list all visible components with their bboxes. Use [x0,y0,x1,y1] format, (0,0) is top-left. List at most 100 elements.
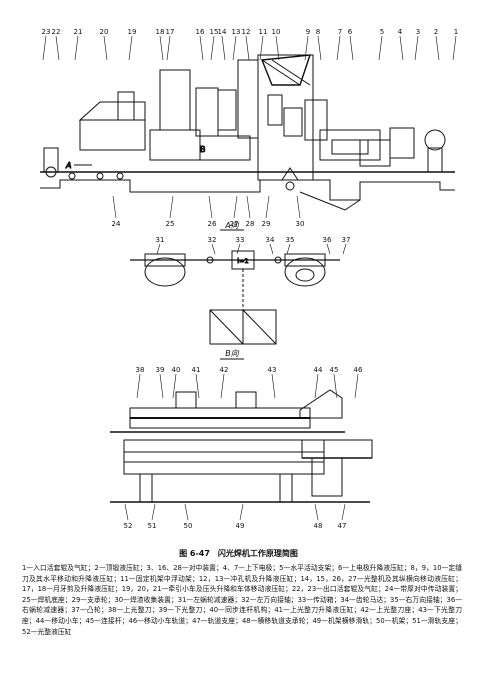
view-b-marker: B [200,145,206,154]
callout-23: 23 [42,28,51,36]
callout-35: 35 [286,236,295,244]
callout-37: 37 [342,236,351,244]
view-a-callout-group: 31 32 33 34 35 36 37 [156,236,351,255]
callout-25: 25 [166,220,175,228]
callout-51: 51 [148,522,157,530]
leader-10 [275,35,280,61]
callout-47: 47 [338,522,347,530]
leader-41 [195,373,200,399]
callout-8: 8 [316,28,320,36]
moving-car-track [301,439,373,459]
callout-31: 31 [156,236,165,244]
leader-37 [342,243,347,255]
leader-48 [314,503,319,521]
leader-27 [233,195,238,219]
callout-20: 20 [100,28,109,36]
view-b [110,389,373,503]
callout-45: 45 [330,366,339,374]
traction-cylinder [117,91,135,121]
leader-23 [42,35,47,61]
crescent-shear-frame [159,69,191,131]
callout-7: 7 [338,28,342,36]
right-worm-reducer [284,257,326,287]
leader-3 [414,35,419,61]
slide-rail-support-right [279,473,293,503]
figure-caption: 图 6-47 闪光焊机工作原理简图 [179,549,298,558]
moving-car [299,389,343,419]
callout-34: 34 [266,236,275,244]
callout-46: 46 [354,366,363,374]
callout-18: 18 [156,28,165,36]
leader-26 [208,195,213,219]
leader-7 [336,35,341,61]
leader-21 [74,35,79,61]
cam [295,268,315,282]
traction-car [79,119,146,151]
view-a-title: A向 [224,221,239,230]
callout-48: 48 [314,522,323,530]
callout-36: 36 [323,236,332,244]
lower-electrode [331,139,369,155]
leader-29 [265,195,270,219]
leader-17 [166,35,171,61]
leader-31 [156,243,161,255]
callout-33: 33 [236,236,245,244]
leader-30 [296,195,301,219]
callout-42: 42 [220,366,229,374]
left-u-joint [206,256,214,264]
leader-9 [304,35,309,61]
callout-19: 19 [128,28,137,36]
callout-38: 38 [136,366,145,374]
roller-table-left [68,172,124,180]
callout-29: 29 [262,220,271,228]
frame-body [123,439,325,475]
callout-32: 32 [208,236,217,244]
leader-15 [210,35,215,61]
leader-5 [378,35,383,61]
gear-ratio: i=1 [237,257,248,265]
trimmer-cylinder [217,89,237,131]
callout-3: 3 [416,28,420,36]
leader-22 [55,35,60,61]
callout-40: 40 [172,366,181,374]
right-u-joint [274,256,282,264]
upper-blade-seat-2 [235,391,257,409]
leader-19 [128,35,133,61]
exit-loop-cylinder [43,147,59,173]
callout-6: 6 [348,28,353,36]
callout-41: 41 [192,366,201,374]
crescent-shear-body [149,129,201,161]
callout-17: 17 [166,28,175,36]
support-wheel [281,167,299,181]
callout-15: 15 [210,28,219,36]
leader-52 [124,503,129,521]
callout-9: 9 [306,28,310,36]
leader-35 [286,243,291,255]
view-a: i=1 [130,250,340,345]
entry-loop-cylinder [427,147,443,173]
traction-car-roof [78,101,146,121]
punch-unit [237,59,259,139]
leader-43 [271,373,276,399]
callout-50: 50 [184,522,193,530]
slag-collector [299,191,361,211]
leader-38 [136,373,141,399]
left-worm-reducer [144,257,186,287]
leader-33 [236,243,241,255]
view-b-title: B向 [225,349,239,358]
exit-loop-roll [45,166,57,178]
leader-51 [151,503,156,521]
leader-11 [259,35,264,61]
callout-21: 21 [74,28,83,36]
callout-10: 10 [272,28,281,36]
leader-39 [159,373,164,399]
leader-12 [245,35,250,61]
upper-electrode-cylinder [267,94,283,126]
leader-8 [317,35,322,61]
figure-legend: 1—入口活套辊及气缸；2—顶锻液压缸；3、16、28—对中装置；4、7—上下电极… [22,564,462,636]
callout-11: 11 [259,28,268,36]
leader-49 [239,503,244,521]
centering-device-right [359,139,391,167]
leader-16 [199,35,204,61]
